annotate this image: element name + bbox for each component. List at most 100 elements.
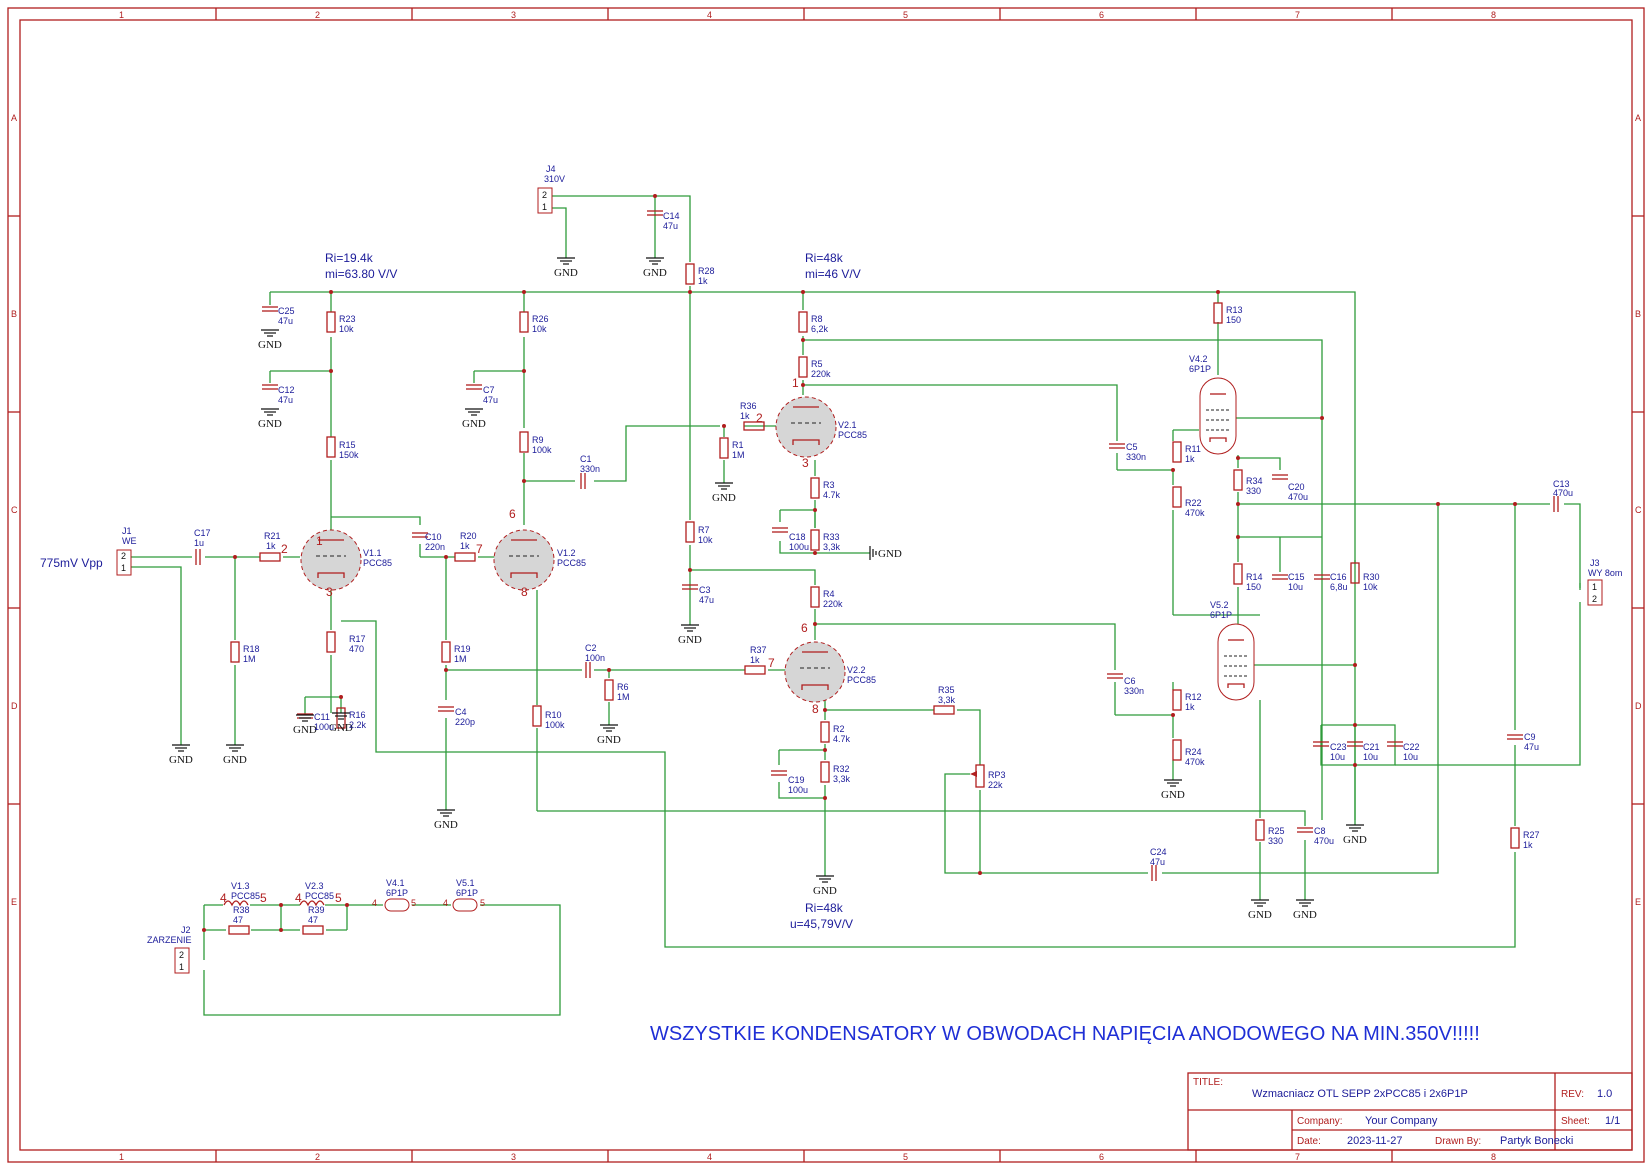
- r36-val: 1k: [740, 411, 750, 421]
- svg-text:8: 8: [521, 585, 528, 599]
- svg-text:2: 2: [281, 542, 288, 556]
- r18-symbol: [230, 641, 240, 663]
- j1-val: WE: [122, 536, 137, 546]
- r24-val: 470k: [1185, 757, 1205, 767]
- r23-val: 10k: [339, 324, 354, 334]
- r9-val: 100k: [532, 445, 552, 455]
- c22-ref: C22: [1403, 742, 1420, 752]
- r30-ref: R30: [1363, 572, 1380, 582]
- v12-tube: [493, 529, 555, 591]
- col-label: 3: [511, 1152, 516, 1162]
- r27-val: 1k: [1523, 840, 1533, 850]
- v51-heater-icon: [452, 898, 478, 912]
- v22-tube: [784, 641, 846, 703]
- c7-val: 47u: [483, 395, 498, 405]
- r36-ref: R36: [740, 401, 757, 411]
- v21-ref: V2.1: [838, 420, 857, 430]
- r12-symbol: [1172, 689, 1182, 711]
- r33-val: 3,3k: [823, 542, 841, 552]
- r13-symbol: [1213, 302, 1223, 324]
- ground-label: GND: [258, 339, 282, 351]
- c11-ref: C11: [314, 712, 330, 722]
- v22-val: PCC85: [847, 675, 876, 685]
- r7-val: 10k: [698, 535, 713, 545]
- v11-tube: [300, 529, 362, 591]
- v23-heater-icon: [299, 900, 325, 907]
- r21-ref: R21: [264, 531, 281, 541]
- ground-label: GND: [293, 724, 317, 736]
- v51-ref: V5.1: [456, 878, 475, 888]
- ground-icon: GND: [434, 809, 458, 831]
- r34-symbol: [1233, 469, 1243, 491]
- ground-label: GND: [554, 267, 578, 279]
- c23-val: 10u: [1330, 752, 1345, 762]
- r28-val: 1k: [698, 276, 708, 286]
- r22-symbol: [1172, 486, 1182, 508]
- rp3-wiper-icon: [970, 771, 977, 777]
- col-label: 8: [1491, 10, 1496, 20]
- r35-symbol: [933, 705, 955, 715]
- c7-symbol: [466, 384, 482, 390]
- r39-val: 47: [308, 915, 318, 925]
- r2-val: 4.7k: [833, 734, 851, 744]
- c10-val: 220n: [425, 542, 445, 552]
- ground-label: GND: [462, 418, 486, 430]
- c20-val: 470u: [1288, 492, 1308, 502]
- c6-val: 330n: [1124, 686, 1144, 696]
- r10-ref: R10: [545, 710, 562, 720]
- design-annotations: Ri=19.4k mi=63.80 V/V Ri=48k mi=46 V/V R…: [40, 251, 861, 931]
- r24-ref: R24: [1185, 747, 1202, 757]
- c18-symbol: [772, 527, 788, 533]
- c24-val: 47u: [1150, 857, 1165, 867]
- r19-symbol: [441, 641, 451, 663]
- r3-val: 4.7k: [823, 490, 841, 500]
- v12-ref: V1.2: [557, 548, 576, 558]
- ground-label: GND: [643, 267, 667, 279]
- v13-heater-icon: [223, 900, 249, 907]
- c24-symbol: [1151, 865, 1157, 881]
- r5-val: 220k: [811, 369, 831, 379]
- r26-symbol: [519, 311, 529, 333]
- r38-ref: R38: [233, 905, 250, 915]
- r2-ref: R2: [833, 724, 845, 734]
- r8-val: 6,2k: [811, 324, 829, 334]
- r14-symbol: [1233, 563, 1243, 585]
- c13-ref: C13: [1553, 479, 1570, 489]
- svg-text:5: 5: [411, 898, 416, 908]
- v13-val: PCC85: [231, 891, 260, 901]
- row-label: E: [1635, 897, 1641, 907]
- j4-connector: [537, 187, 553, 214]
- c25-val: 47u: [278, 316, 293, 326]
- c17-symbol: [195, 549, 201, 565]
- ground-label: GND: [712, 492, 736, 504]
- c12-symbol: [262, 384, 278, 390]
- row-label: C: [1635, 505, 1642, 515]
- ri1-note: Ri=19.4k: [325, 251, 374, 265]
- v51-val: 6P1P: [456, 888, 478, 898]
- r26-val: 10k: [532, 324, 547, 334]
- row-label: D: [1635, 701, 1642, 711]
- j3-val: WY 8om: [1588, 568, 1622, 578]
- ground-label: GND: [1248, 909, 1272, 921]
- resistor-symbols: [228, 263, 1520, 935]
- rev-key: REV:: [1561, 1089, 1584, 1100]
- r34-ref: R34: [1246, 476, 1263, 486]
- ground-icon: GND: [1293, 899, 1317, 921]
- c16-val: 6,8u: [1330, 582, 1348, 592]
- r34-val: 330: [1246, 486, 1261, 496]
- r23-ref: R23: [339, 314, 356, 324]
- c7-ref: C7: [483, 385, 495, 395]
- svg-text:7: 7: [768, 656, 775, 670]
- c18-ref: C18: [789, 532, 806, 542]
- svg-text:8: 8: [812, 702, 819, 716]
- r37-symbol: [744, 665, 766, 675]
- r32-ref: R32: [833, 764, 850, 774]
- c15-val: 10u: [1288, 582, 1303, 592]
- v42-tube: [1199, 377, 1237, 455]
- ground-icon: GND: [813, 875, 837, 897]
- c4-symbol: [438, 706, 454, 712]
- ground-icon: GND: [678, 624, 702, 646]
- col-label: 3: [511, 10, 516, 20]
- c20-ref: C20: [1288, 482, 1305, 492]
